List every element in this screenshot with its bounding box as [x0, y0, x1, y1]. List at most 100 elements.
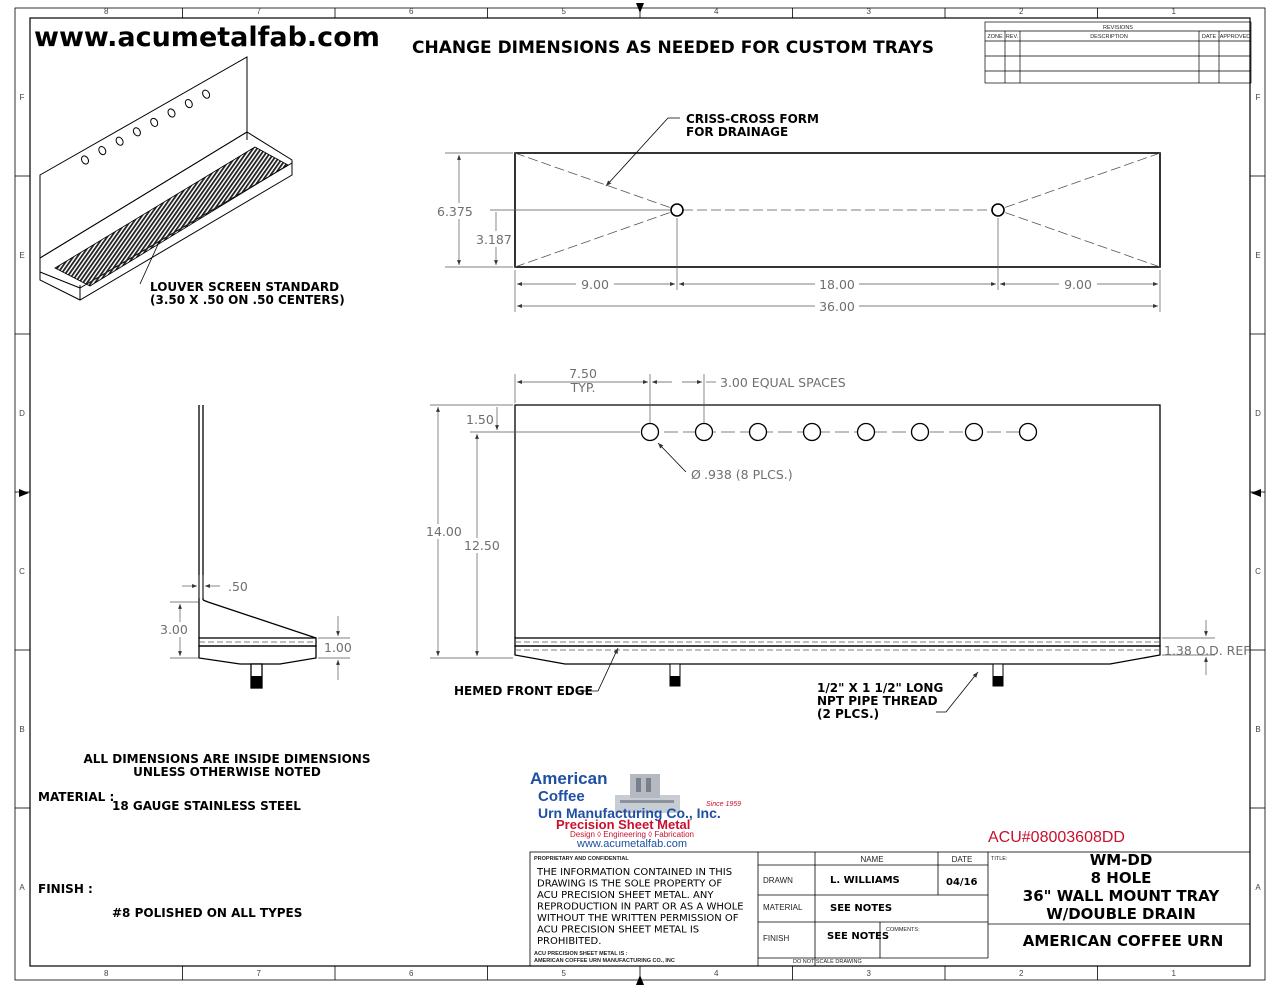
- proprietary-title: PROPRIETARY AND CONFIDENTIAL: [534, 856, 629, 862]
- pipe-callout-line1: 1/2" X 1 1/2" LONG: [817, 681, 943, 695]
- logo-line5: Design ◊ Engineering ◊ Fabrication: [570, 830, 694, 839]
- pipe-callout-line3: (2 PLCS.): [817, 707, 879, 721]
- comments-label: COMMENTS:: [886, 927, 920, 933]
- zone-row-right-B: B: [1255, 725, 1260, 734]
- faucet-hole: [640, 422, 660, 442]
- criss-cross-callout-line2: FOR DRAINAGE: [686, 125, 788, 139]
- note-inside-dims-line1: ALL DIMENSIONS ARE INSIDE DIMENSIONS: [84, 752, 371, 766]
- front-faucet-holes: [640, 422, 1038, 442]
- proprietary-line: WITHOUT THE WRITTEN PERMISSION OF: [537, 913, 739, 924]
- material-label: MATERIAL :: [38, 790, 114, 804]
- do-not-scale: DO NOT SCALE DRAWING: [793, 959, 862, 965]
- zone-col-bottom-7: 7: [257, 969, 262, 978]
- centering-arrows: [19, 3, 1261, 985]
- title-line4: W/DOUBLE DRAIN: [1046, 905, 1196, 923]
- proprietary-line: PROHIBITED.: [537, 936, 601, 947]
- general-notes: ALL DIMENSIONS ARE INSIDE DIMENSIONS UNL…: [38, 752, 371, 920]
- faucet-hole: [694, 422, 714, 442]
- drawn-label: DRAWN: [763, 876, 793, 885]
- rev-col-approved: APPROVED: [1220, 34, 1251, 40]
- dia-symbol: Ø: [691, 467, 701, 482]
- dim-drain-spacing: 18.00: [819, 277, 855, 292]
- part-number: ACU#08003608DD: [988, 829, 1125, 846]
- iso-faucet-hole: [184, 99, 193, 109]
- tb-finish-value: SEE NOTES: [827, 931, 889, 942]
- website-title[interactable]: www.acumetalfab.com: [34, 22, 380, 53]
- front-view: 7.50 TYP. 3.00 EQUAL SPACES 1.50 14.00 1…: [424, 366, 1252, 721]
- zone-row-left-F: F: [20, 93, 25, 102]
- iso-faucet-hole: [167, 108, 176, 118]
- louver-callout-line2: (3.50 X .50 ON .50 CENTERS): [150, 293, 345, 307]
- logo-line1: American: [530, 769, 607, 788]
- zone-col-top-2: 2: [1019, 7, 1024, 16]
- zone-row-right-D: D: [1255, 409, 1261, 418]
- zone-row-left-A: A: [19, 883, 25, 892]
- zone-col-top-6: 6: [409, 7, 414, 16]
- faucet-hole: [964, 422, 984, 442]
- dim-hole-from-top: 1.50: [466, 412, 494, 427]
- dim-first-hole-typ: TYP.: [570, 380, 596, 395]
- zone-col-top-4: 4: [714, 7, 719, 16]
- zone-col-top-7: 7: [257, 7, 262, 16]
- revisions-table: REVISIONS ZONE REV. DESCRIPTION DATE APP…: [984, 21, 1252, 84]
- dim-half-depth: 3.187: [476, 232, 512, 247]
- iso-faucet-holes: [80, 89, 211, 165]
- note-inside-dims-line2: UNLESS OTHERWISE NOTED: [133, 765, 321, 779]
- faucet-hole: [856, 422, 876, 442]
- zone-col-bottom-1: 1: [1172, 969, 1177, 978]
- drain-hole-left: [670, 203, 684, 217]
- dim-hole-spacing: 3.00 EQUAL SPACES: [720, 375, 846, 390]
- title-block: PROPRIETARY AND CONFIDENTIAL THE INFORMA…: [529, 851, 1251, 967]
- zone-col-top-8: 8: [104, 7, 109, 16]
- zone-row-right-C: C: [1255, 567, 1261, 576]
- revisions-title: REVISIONS: [1103, 25, 1133, 31]
- faucet-hole: [802, 422, 822, 442]
- zone-row-left-C: C: [19, 567, 25, 576]
- company-name: AMERICAN COFFEE URN: [1023, 932, 1224, 950]
- tb-material-label: MATERIAL: [763, 903, 803, 912]
- faucet-hole: [910, 422, 930, 442]
- logo-url[interactable]: www.acumetalfab.com: [576, 838, 687, 850]
- dim-first-hole: 7.50: [569, 366, 597, 381]
- title-line2: 8 HOLE: [1091, 869, 1152, 887]
- zone-col-bottom-2: 2: [1019, 969, 1024, 978]
- zone-row-right-E: E: [1255, 251, 1260, 260]
- iso-faucet-hole: [80, 155, 90, 165]
- faucet-hole: [1018, 422, 1038, 442]
- zone-row-right-F: F: [1256, 93, 1261, 102]
- zone-col-bottom-4: 4: [714, 969, 719, 978]
- proprietary-line: REPRODUCTION IN PART OR AS A WHOLE: [537, 902, 744, 913]
- proprietary-line: ACU PRECISION SHEET METAL. ANY: [537, 890, 714, 901]
- name-header: NAME: [860, 855, 883, 864]
- dim-tray-height: 3.00: [160, 622, 188, 637]
- louver-leader-line: [139, 239, 161, 285]
- iso-faucet-hole: [150, 117, 159, 127]
- zone-col-top-5: 5: [562, 7, 567, 16]
- proprietary-text: THE INFORMATION CONTAINED IN THISDRAWING…: [536, 867, 744, 947]
- dim-hole-diameter: .938 (8 PLCS.): [704, 467, 793, 482]
- footer-line2: AMERICAN COFFEE URN MANUFACTURING CO., I…: [534, 958, 675, 964]
- tb-finish-label: FINISH: [763, 934, 789, 943]
- criss-cross-leader: [605, 117, 680, 187]
- logo-building-icon: [615, 774, 680, 813]
- dim-right-offset: 9.00: [1064, 277, 1092, 292]
- drawn-date: 04/16: [946, 877, 978, 888]
- rev-col-date: DATE: [1202, 34, 1217, 40]
- pipe-callout-line2: NPT PIPE THREAD: [817, 694, 938, 708]
- title-line1: WM-DD: [1090, 851, 1153, 869]
- iso-faucet-hole: [115, 136, 124, 146]
- isometric-view: LOUVER SCREEN STANDARD (3.50 X .50 ON .5…: [39, 56, 345, 307]
- zone-row-right-A: A: [1255, 883, 1261, 892]
- zone-col-top-3: 3: [867, 7, 872, 16]
- zone-row-left-E: E: [19, 251, 24, 260]
- zone-ticks: [15, 8, 1265, 980]
- zone-row-left-D: D: [19, 409, 25, 418]
- zone-col-bottom-5: 5: [562, 969, 567, 978]
- logo-line2: Coffee: [538, 788, 585, 805]
- title-label: TITLE:: [991, 856, 1008, 862]
- tb-material-value: SEE NOTES: [830, 903, 892, 914]
- hem-callout: HEMED FRONT EDGE: [454, 684, 593, 698]
- zone-col-bottom-6: 6: [409, 969, 414, 978]
